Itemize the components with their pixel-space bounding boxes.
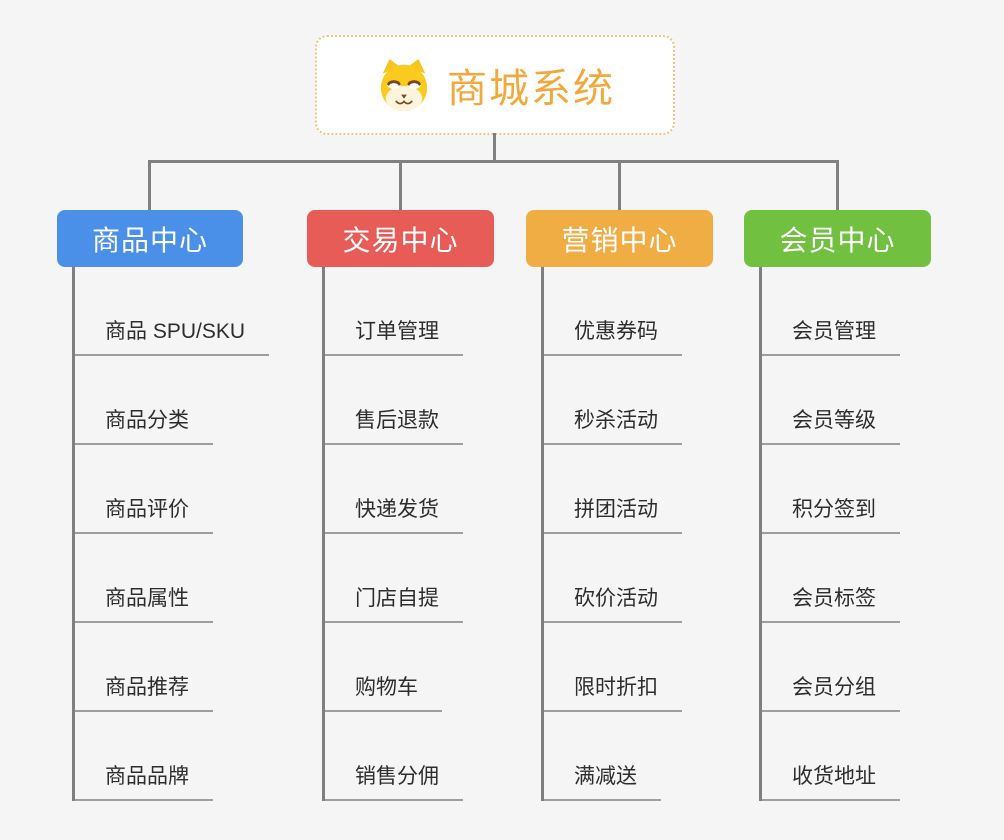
child-item[interactable]: 商品属性 [75, 583, 213, 623]
child-item[interactable]: 优惠券码 [544, 316, 682, 356]
child-item[interactable]: 满减送 [544, 761, 661, 801]
branch-children-marketing-center: 优惠券码秒杀活动拼团活动砍价活动限时折扣满减送 [541, 267, 761, 801]
child-item[interactable]: 会员分组 [762, 672, 900, 712]
child-item[interactable]: 售后退款 [325, 405, 463, 445]
connector-stub-trade [399, 160, 402, 210]
child-item[interactable]: 会员标签 [762, 583, 900, 623]
child-item[interactable]: 会员管理 [762, 316, 900, 356]
child-item[interactable]: 积分签到 [762, 494, 900, 534]
child-item[interactable]: 商品品牌 [75, 761, 213, 801]
dog-face-icon [375, 58, 433, 112]
child-item[interactable]: 商品 SPU/SKU [75, 316, 270, 356]
branch-children-product-center: 商品 SPU/SKU 商品分类商品评价商品属性商品推荐商品品牌 [72, 267, 292, 801]
branch-header-trade-center[interactable]: 交易中心 [307, 210, 494, 267]
root-title: 商城系统 [447, 67, 615, 111]
child-item[interactable]: 订单管理 [325, 316, 463, 356]
child-item[interactable]: 砍价活动 [544, 583, 682, 623]
branch-children-trade-center: 订单管理售后退款快递发货门店自提购物车销售分佣 [322, 267, 542, 801]
child-item[interactable]: 商品分类 [75, 405, 213, 445]
child-item[interactable]: 收货地址 [762, 761, 900, 801]
connector-root-stub [493, 133, 496, 162]
child-item[interactable]: 快递发货 [325, 494, 463, 534]
child-item[interactable]: 会员等级 [762, 405, 900, 445]
child-item[interactable]: 秒杀活动 [544, 405, 682, 445]
child-item[interactable]: 门店自提 [325, 583, 463, 623]
child-item[interactable]: 购物车 [325, 672, 442, 712]
child-item[interactable]: 限时折扣 [544, 672, 682, 712]
branch-header-member-center[interactable]: 会员中心 [744, 210, 931, 267]
child-item[interactable]: 销售分佣 [325, 761, 463, 801]
child-item[interactable]: 商品推荐 [75, 672, 213, 712]
child-item[interactable]: 拼团活动 [544, 494, 682, 534]
connector-stub-marketing [618, 160, 621, 210]
connector-stub-product [148, 160, 151, 210]
branch-header-marketing-center[interactable]: 营销中心 [526, 210, 713, 267]
child-item[interactable]: 商品评价 [75, 494, 213, 534]
connector-bus [148, 160, 839, 163]
root-node[interactable]: 商城系统 [315, 35, 675, 135]
connector-stub-member [836, 160, 839, 210]
branch-children-member-center: 会员管理会员等级积分签到会员标签会员分组收货地址 [759, 267, 979, 801]
branch-header-product-center[interactable]: 商品中心 [57, 210, 243, 267]
